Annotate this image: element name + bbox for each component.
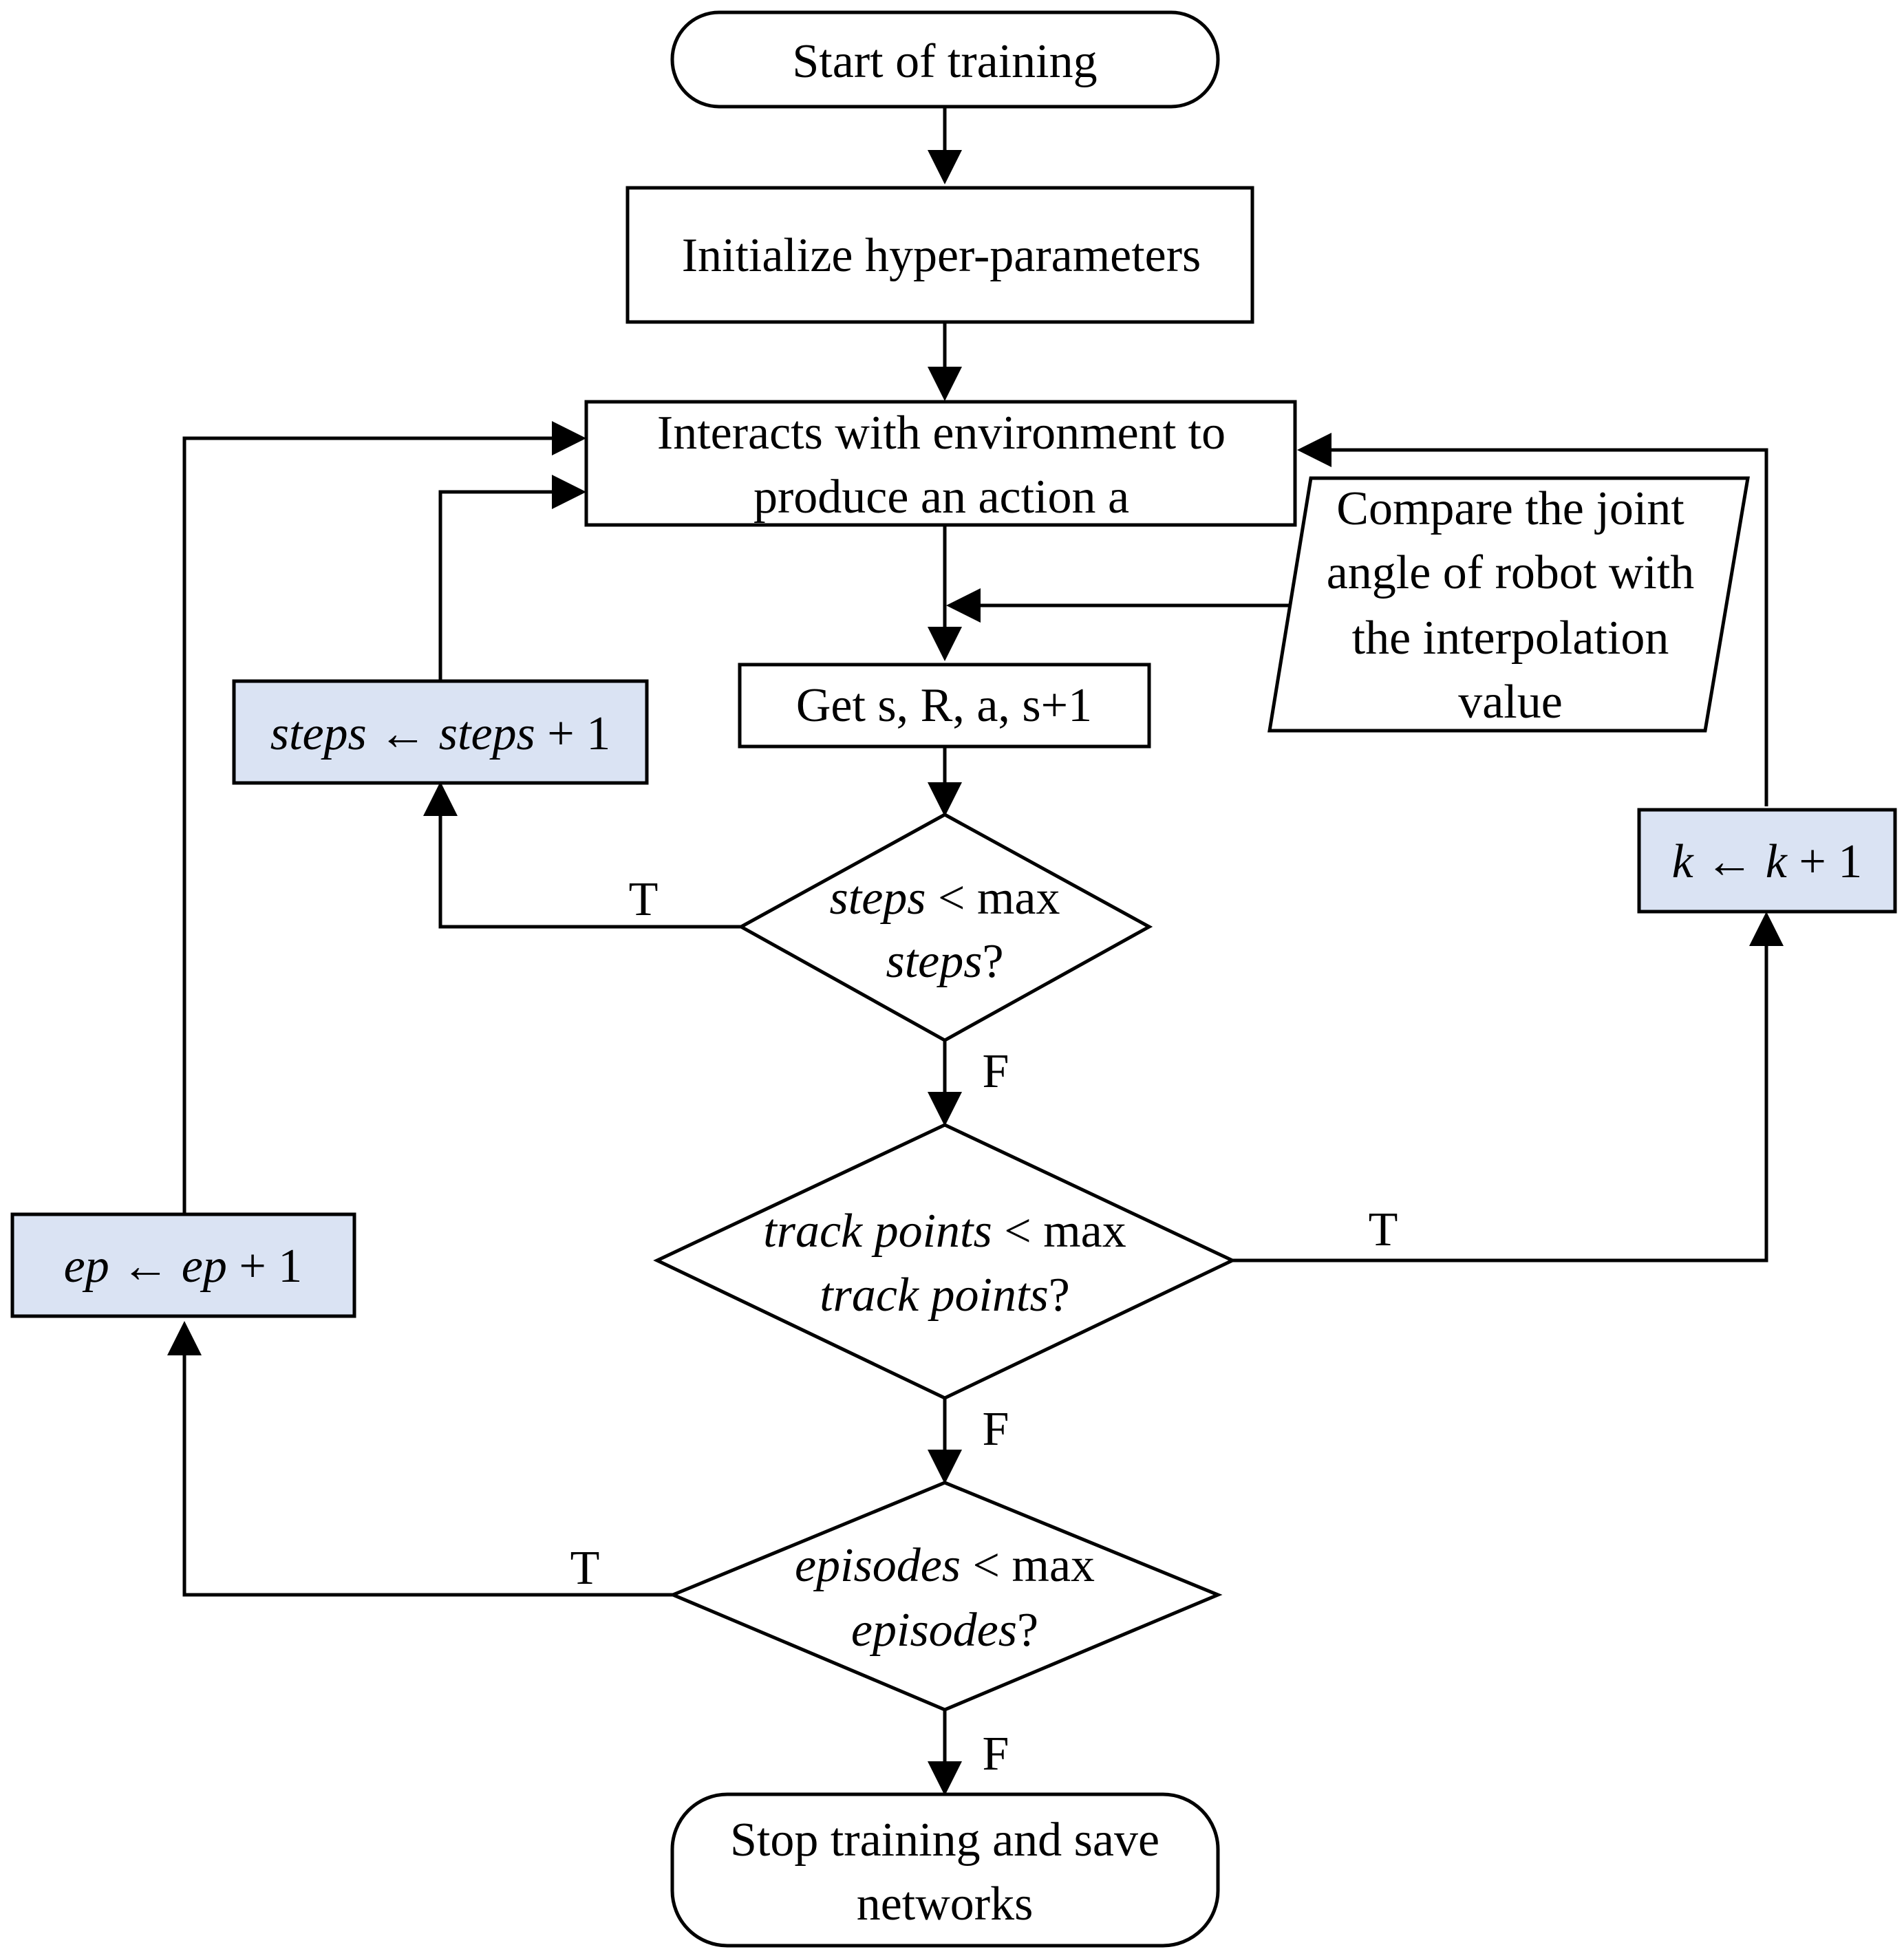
arrow-k-to-interact: [1297, 433, 1768, 806]
steps-true-label: T: [629, 873, 659, 926]
steps-decision-line-2: steps?: [886, 935, 1003, 988]
steps-increment-label: steps ← steps + 1: [270, 707, 610, 760]
compare-line-1: Compare the joint: [1336, 482, 1684, 535]
get-process: Get s, R, a, s+1: [738, 663, 1151, 749]
init-process: Initialize hyper-parameters: [625, 186, 1254, 324]
compare-line-3: the interpolation: [1352, 612, 1669, 665]
stop-terminal: Stop training and save networks: [670, 1792, 1220, 1948]
arrow-ep-to-interact: [182, 421, 586, 1214]
episodes-decision: episodes < max episodes?: [668, 1481, 1223, 1712]
interact-line-1: Interacts with environment to: [657, 407, 1226, 460]
k-increment-label: k ← k + 1: [1672, 835, 1863, 888]
arrow-track-true-to-k: [1232, 912, 1784, 1262]
steps-increment: steps ← steps + 1: [232, 679, 649, 785]
arrow-increment-to-interact: [438, 475, 586, 681]
start-label: Start of training: [792, 35, 1097, 88]
stop-line-2: networks: [857, 1878, 1034, 1931]
interact-line-2: produce an action a: [753, 471, 1129, 524]
ep-increment-label: ep ← ep + 1: [64, 1240, 303, 1293]
k-increment: k ← k + 1: [1637, 808, 1897, 914]
get-label: Get s, R, a, s+1: [796, 679, 1092, 732]
track-true-label: T: [1369, 1203, 1398, 1256]
steps-decision: steps < max steps?: [737, 813, 1153, 1042]
arrow-steps-true-to-increment: [423, 782, 741, 929]
episodes-decision-line-2: episodes?: [851, 1604, 1038, 1657]
connectors: [167, 107, 1784, 1796]
compare-line-4: value: [1458, 676, 1563, 729]
track-decision-line-1: track points < max: [763, 1205, 1126, 1258]
stop-line-1: Stop training and save: [730, 1814, 1159, 1867]
interact-process: Interacts with environment to produce an…: [584, 400, 1297, 527]
ep-increment: ep ← ep + 1: [10, 1212, 356, 1318]
episodes-true-label: T: [570, 1542, 600, 1595]
init-label: Initialize hyper-parameters: [682, 229, 1201, 282]
steps-false-label: F: [983, 1045, 1009, 1098]
compare-line-2: angle of robot with: [1327, 546, 1695, 599]
episodes-false-label: F: [983, 1728, 1009, 1781]
steps-decision-line-1: steps < max: [830, 872, 1060, 925]
arrow-episodes-true-to-ep: [167, 1321, 673, 1597]
compare-input: Compare the joint angle of robot with th…: [1267, 476, 1750, 733]
track-decision-line-2: track points?: [820, 1269, 1070, 1322]
episodes-decision-line-1: episodes < max: [795, 1539, 1095, 1592]
start-terminal: Start of training: [670, 10, 1220, 109]
track-decision: track points < max track points?: [653, 1123, 1237, 1400]
track-false-label: F: [983, 1403, 1009, 1456]
